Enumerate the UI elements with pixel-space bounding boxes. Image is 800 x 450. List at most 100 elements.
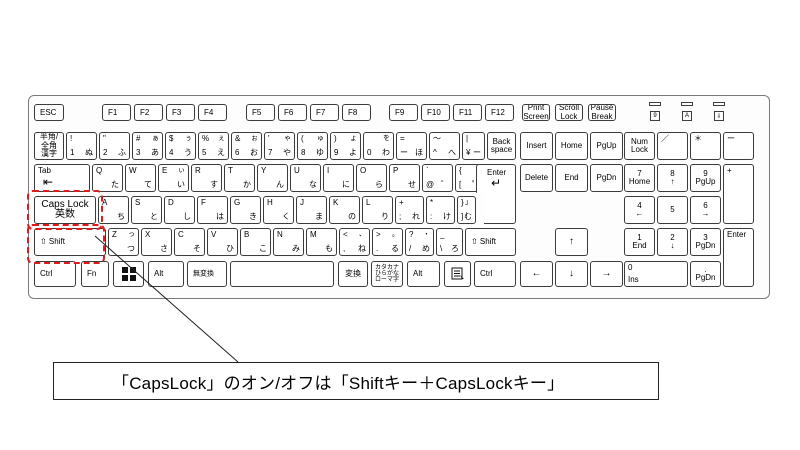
- key-fn[interactable]: Fn: [81, 261, 109, 287]
- key-num-lock[interactable]: Num Lock: [624, 132, 655, 160]
- key-insert[interactable]: Insert: [520, 132, 553, 160]
- key-num-2[interactable]: 2 ↓: [657, 228, 688, 256]
- key-num-7[interactable]: 7 Home: [624, 164, 655, 192]
- key-f3[interactable]: F3: [166, 104, 195, 121]
- key-num-plus[interactable]: +: [723, 164, 754, 224]
- key-num-9[interactable]: 9 PgUp: [690, 164, 721, 192]
- key-delete[interactable]: Delete: [520, 164, 553, 192]
- key-num-period[interactable]: . PgDn: [690, 261, 721, 287]
- key-num-1[interactable]: 1 End: [624, 228, 655, 256]
- key-kminus[interactable]: =ーほ: [396, 132, 427, 160]
- key-arrow-down[interactable]: ↓: [555, 261, 588, 287]
- key-app[interactable]: [444, 261, 471, 287]
- key-esc[interactable]: ESC: [34, 104, 64, 121]
- key-alt-right[interactable]: Alt: [407, 261, 440, 287]
- key-caps-lock[interactable]: Caps Lock 英数: [34, 196, 96, 224]
- key-f5[interactable]: F5: [246, 104, 275, 121]
- key-kperiod[interactable]: >。.る: [372, 228, 403, 256]
- key-kcaret[interactable]: ～^へ: [429, 132, 460, 160]
- key-ctrl-right[interactable]: Ctrl: [474, 261, 516, 287]
- key-ksemi[interactable]: +;れ: [395, 196, 424, 224]
- key-num-star[interactable]: ＊: [690, 132, 721, 160]
- key-pgup[interactable]: PgUp: [590, 132, 623, 160]
- key-f10[interactable]: F10: [421, 104, 450, 121]
- key-kat[interactable]: `@゛: [422, 164, 453, 192]
- key-f1[interactable]: F1: [102, 104, 131, 121]
- key-f9[interactable]: F9: [389, 104, 418, 121]
- key-scroll-lock[interactable]: Scroll Lock: [555, 104, 583, 121]
- key-arrow-up[interactable]: ↑: [555, 228, 588, 256]
- key-num-slash[interactable]: ／: [657, 132, 688, 160]
- key-katakana[interactable]: カタカナ ひらがな ローマ字: [371, 261, 403, 287]
- key-shift-right[interactable]: ⇧ Shift: [465, 228, 516, 256]
- key-num-5[interactable]: 5: [657, 196, 688, 224]
- key-alt-left[interactable]: Alt: [148, 261, 184, 287]
- key-f2[interactable]: F2: [134, 104, 163, 121]
- key-kbracket2[interactable]: }」]む: [457, 196, 476, 224]
- key-f7[interactable]: F7: [310, 104, 339, 121]
- key-f12[interactable]: F12: [485, 104, 514, 121]
- key-hankaku[interactable]: 半角/ 全角 漢字: [34, 132, 64, 160]
- key-num-3[interactable]: 3 PgDn: [690, 228, 721, 256]
- key-f8[interactable]: F8: [342, 104, 371, 121]
- key-kslash[interactable]: ?・/め: [405, 228, 434, 256]
- key-home[interactable]: Home: [555, 132, 588, 160]
- key-muhenkan[interactable]: 無変換: [187, 261, 227, 287]
- key-arrow-left[interactable]: ←: [520, 261, 553, 287]
- key-f11[interactable]: F11: [453, 104, 482, 121]
- key-num-4[interactable]: 4 ←: [624, 196, 655, 224]
- key-kbackslash[interactable]: _\ろ: [436, 228, 463, 256]
- key-ctrl-left[interactable]: Ctrl: [34, 261, 76, 287]
- key-shift-left[interactable]: ⇧ Shift: [34, 228, 106, 256]
- key-end[interactable]: End: [555, 164, 588, 192]
- key-print-screen[interactable]: Print Screen: [522, 104, 550, 121]
- key-num-8[interactable]: 8 ↑: [657, 164, 688, 192]
- key-kyen[interactable]: |¥ー: [462, 132, 485, 160]
- key-kcolon[interactable]: *:け: [426, 196, 455, 224]
- key-num-6[interactable]: 6 →: [690, 196, 721, 224]
- key-kcomma[interactable]: <、,ね: [339, 228, 370, 256]
- key-num-enter[interactable]: Enter: [723, 228, 754, 287]
- key-arrow-right[interactable]: →: [590, 261, 623, 287]
- key-f6[interactable]: F6: [278, 104, 307, 121]
- key-pause-break[interactable]: Pause Break: [588, 104, 616, 121]
- key-backspace[interactable]: Back space: [487, 132, 516, 160]
- key-f4[interactable]: F4: [198, 104, 227, 121]
